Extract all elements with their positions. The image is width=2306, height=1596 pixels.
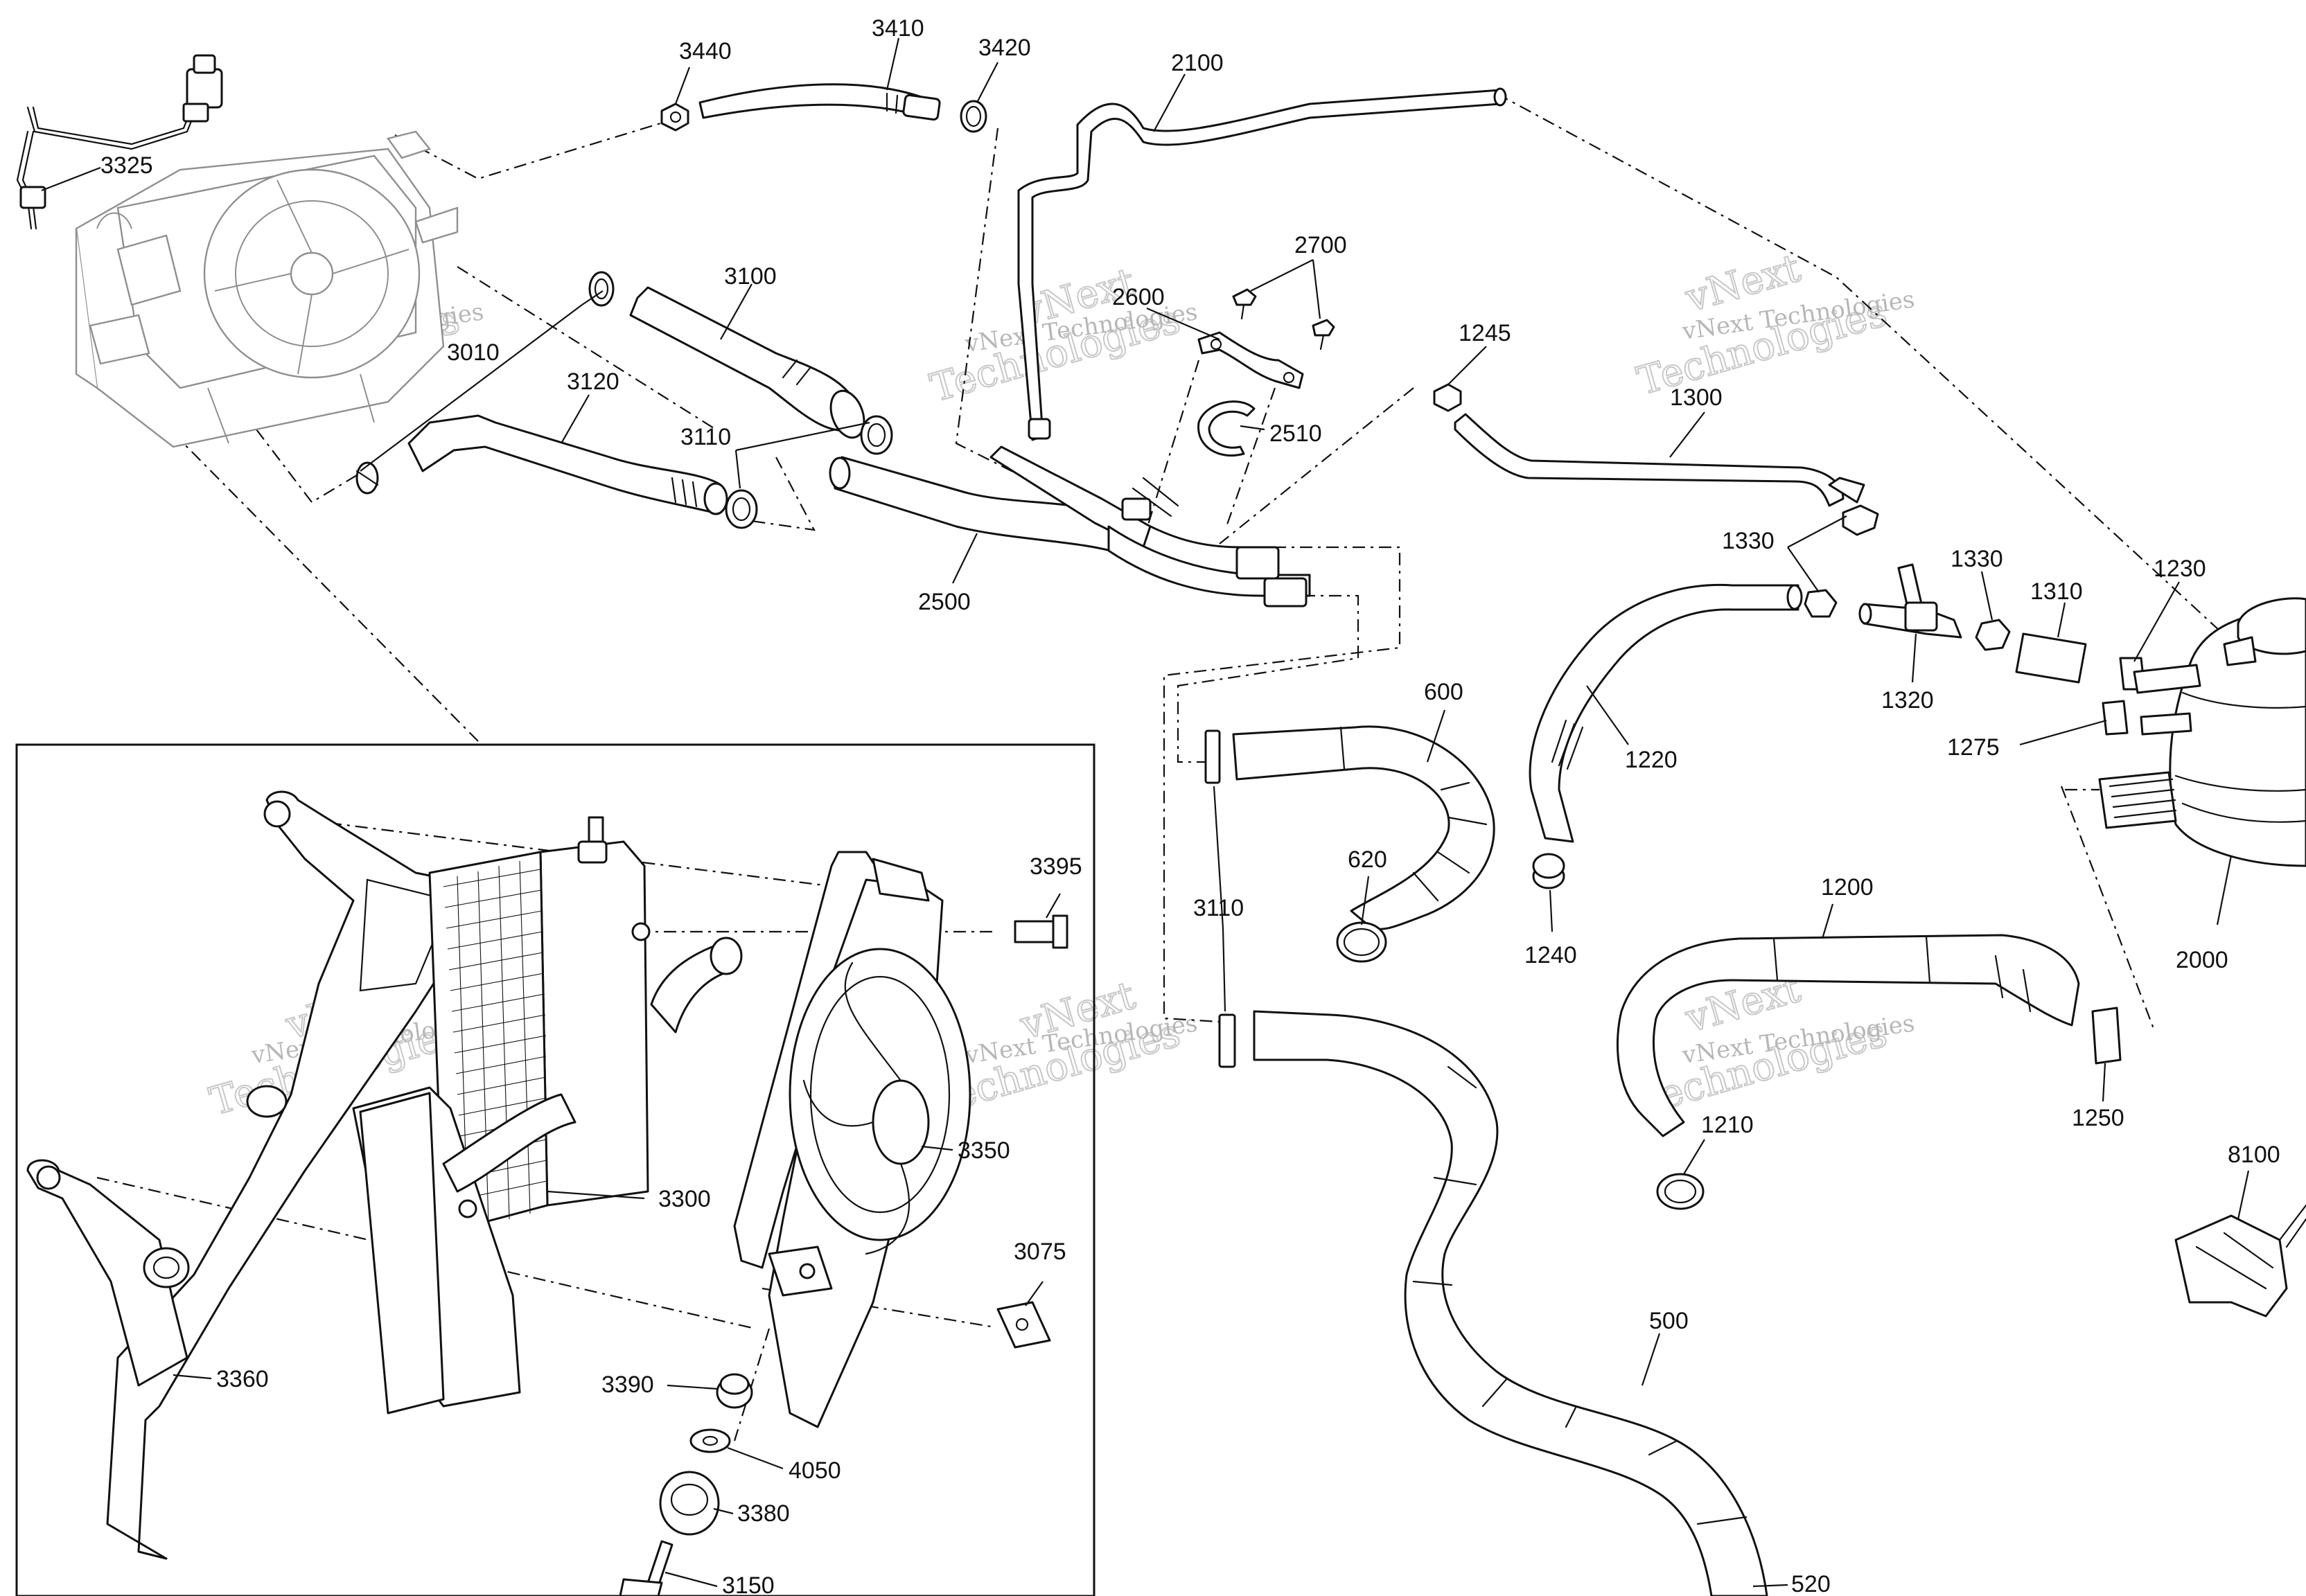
label-2000: 2000 — [2176, 947, 2228, 973]
label-3390: 3390 — [601, 1372, 654, 1398]
label-3100: 3100 — [724, 263, 777, 290]
label-1300: 1300 — [1670, 384, 1723, 411]
label-3350: 3350 — [958, 1137, 1010, 1164]
label-1330-a: 1330 — [1722, 528, 1775, 554]
part-3120-hose — [407, 414, 728, 515]
label-600: 600 — [1424, 679, 1463, 705]
part-620-clamp — [1336, 921, 1387, 963]
label-8100: 8100 — [2228, 1142, 2280, 1168]
part-3110-clamp-top-a — [725, 489, 758, 529]
part-1330-nut-a — [1842, 504, 1879, 536]
label-3395: 3395 — [1030, 853, 1082, 880]
label-1250: 1250 — [2072, 1105, 2124, 1131]
label-1220: 1220 — [1625, 747, 1678, 773]
label-1245: 1245 — [1459, 320, 1511, 346]
part-1245-nut — [1433, 383, 1462, 412]
part-3075-clip-nut — [996, 1301, 1051, 1349]
label-1210: 1210 — [1701, 1112, 1754, 1138]
part-3110-clamp-top-b — [860, 415, 893, 455]
label-620: 620 — [1348, 846, 1387, 873]
label-1240: 1240 — [1524, 942, 1577, 968]
label-3150: 3150 — [722, 1572, 775, 1596]
leader-lines — [41, 37, 2250, 1588]
part-1220-hose — [1529, 583, 1803, 843]
part-2700-screw-b — [1312, 319, 1335, 351]
part-3325-wire-harness — [16, 54, 223, 230]
part-3110-clamp-mid-a — [1204, 729, 1221, 784]
part-3150-bolt — [619, 1540, 674, 1596]
label-3420: 3420 — [978, 35, 1031, 61]
part-2000-coolant-reservoir — [2098, 597, 2306, 867]
label-1275: 1275 — [1947, 734, 2000, 761]
label-3410: 3410 — [872, 15, 924, 42]
part-2100-overflow-hose — [1017, 87, 1507, 441]
part-1275-clamp — [2102, 700, 2129, 736]
part-3395-bolt — [1014, 914, 1068, 949]
part-3100-hose — [629, 286, 865, 439]
part-1250-clamp — [2091, 1007, 2122, 1065]
part-1330-nut-c — [1975, 619, 2011, 651]
label-3440: 3440 — [679, 38, 732, 64]
part-3390-spacer — [716, 1373, 753, 1409]
label-4050: 4050 — [789, 1457, 841, 1484]
part-1300-hose — [1454, 413, 1865, 507]
label-2100: 2100 — [1171, 50, 1224, 76]
label-2500: 2500 — [918, 589, 971, 615]
part-3410-hose — [698, 83, 941, 121]
part-8100-mount-bracket — [2174, 1204, 2306, 1318]
inset-frame — [15, 743, 1095, 1596]
part-3300-radiator — [352, 816, 743, 1415]
part-3440-nut — [660, 103, 689, 132]
radiator-assembly-overview — [75, 130, 459, 448]
label-2700: 2700 — [1294, 232, 1347, 258]
part-2510-clip — [1197, 400, 1256, 457]
label-3300: 3300 — [658, 1186, 711, 1212]
part-3360-mounting-bracket — [26, 790, 486, 1560]
label-2600: 2600 — [1112, 284, 1165, 310]
label-3110-top: 3110 — [680, 424, 731, 450]
label-3380: 3380 — [737, 1500, 790, 1527]
label-2510: 2510 — [1269, 420, 1322, 447]
part-2700-screw-a — [1232, 288, 1257, 320]
label-3075: 3075 — [1014, 1239, 1066, 1265]
part-3350-cooling-fan — [733, 851, 971, 1428]
part-1240-clamp — [1532, 853, 1565, 889]
part-4050-washer — [689, 1428, 731, 1453]
part-3010-clamp-lower — [355, 461, 379, 495]
part-600-hose — [1232, 725, 1495, 930]
label-520: 520 — [1791, 1571, 1831, 1596]
part-number-labels: 3325 3440 3410 3420 2100 3100 3010 2600 … — [100, 15, 2280, 1596]
part-1210-clamp — [1656, 1173, 1705, 1210]
label-3120: 3120 — [567, 369, 619, 395]
label-3360: 3360 — [216, 1366, 269, 1392]
part-3420-clamp — [960, 100, 987, 133]
part-1200-hose — [1616, 934, 2080, 1137]
label-1320: 1320 — [1881, 687, 1934, 713]
label-1310: 1310 — [2030, 578, 2083, 605]
label-1230: 1230 — [2154, 556, 2206, 582]
label-3010: 3010 — [447, 339, 500, 366]
label-3325: 3325 — [100, 152, 153, 179]
part-2500-coolant-pipe-assembly — [829, 445, 1311, 608]
part-1310-hose — [2015, 632, 2087, 684]
part-3110-clamp-mid-b — [1218, 1013, 1236, 1068]
part-2600-bracket — [1197, 331, 1304, 389]
label-3110-mid: 3110 — [1193, 895, 1244, 921]
part-1330-nut-b — [1804, 589, 1838, 618]
label-1200: 1200 — [1821, 874, 1874, 901]
label-1330-b: 1330 — [1951, 546, 2003, 572]
part-3380-grommet — [659, 1471, 720, 1536]
part-1320-tee-fitting — [1858, 563, 1962, 639]
assembly-dashed-lines — [96, 93, 2239, 1442]
part-3010-clamp — [588, 271, 615, 307]
label-500: 500 — [1649, 1308, 1689, 1334]
